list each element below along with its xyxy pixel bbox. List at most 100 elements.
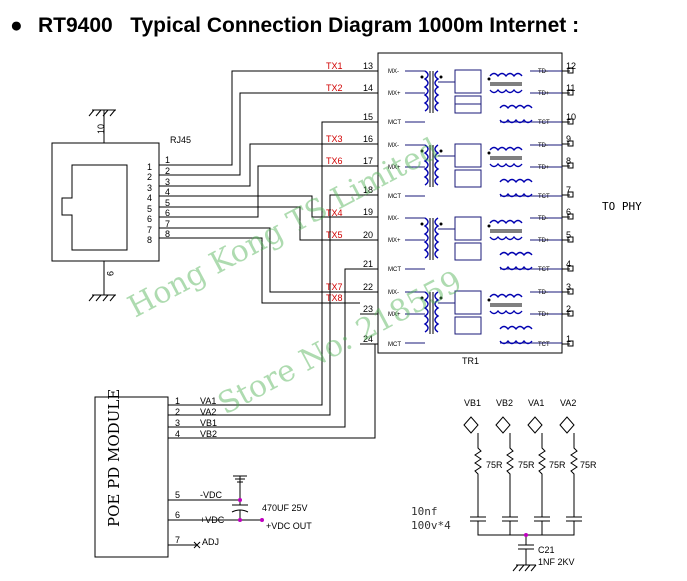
poe-pin-4: 4 [175,429,180,439]
poe-net-neg-vdc: -VDC [200,490,222,500]
tr-pin-4: 4 [566,259,571,269]
rj45-pin-5: 5 [147,204,152,214]
tr-td-minus-1: TD- [538,69,548,75]
poe-net-vb2: VB2 [200,429,217,439]
tr-pin-19: 19 [363,207,373,217]
rj45-pin-6: 6 [147,214,152,224]
transformer-channel-2 [405,143,562,198]
poe-net-pos-vdc: +VDC [200,515,225,525]
tr-mx-plus-4: MX+ [388,312,401,318]
tr-td-plus-2: TD+ [538,165,550,171]
rj45-wire-5-num: 5 [165,198,170,208]
poe-module [94,396,262,558]
tr-td-plus-1: TD+ [538,91,550,97]
c21-name: C21 [538,545,555,555]
tr-mct-1: MCT [388,120,401,126]
tr-mx-plus-2: MX+ [388,165,401,171]
tr-td-plus-3: TD+ [538,238,550,244]
rj45-wire-1-num: 1 [165,155,170,165]
rj45-wiring [159,70,360,304]
diagram-title: RT9400 Typical Connection Diagram 1000m … [38,14,579,37]
signal-tx3: TX3 [326,134,343,144]
tr-pin-10: 10 [566,112,576,122]
signal-tx1: TX1 [326,61,343,71]
term-net-vb1: VB1 [464,398,481,408]
title-bullet: ● [10,14,23,37]
tr-td-minus-4: TD- [538,290,548,296]
tr-pin-16: 16 [363,134,373,144]
rj45-pin-1: 1 [147,162,152,172]
tr-tct-1: TCT [538,120,550,126]
resistor-value-1: 75R [486,460,503,470]
ground-symbol-top [88,109,116,117]
transformer-channel-4 [405,290,562,345]
tr-pin-8: 8 [566,156,571,166]
tr-td-minus-3: TD- [538,216,548,222]
rj45-wire-3-num: 3 [165,177,170,187]
transformer-label: TR1 [462,356,479,366]
tr-tct-3: TCT [538,267,550,273]
poe-pin-7: 7 [175,535,180,545]
transformer-tr1 [360,52,574,354]
rj45-pin-7: 7 [147,225,152,235]
rj45-pin-3: 3 [147,183,152,193]
poe-pin-6: 6 [175,510,180,520]
tr-td-plus-4: TD+ [538,312,550,318]
caps-rating: 100v*4 [411,519,451,532]
tr-pin-17: 17 [363,156,373,166]
adj-nc-mark [193,541,201,549]
rj45-label: RJ45 [170,135,191,145]
tr-pin-15: 15 [363,112,373,122]
c21-value: 1NF 2KV [538,557,575,567]
transformer-channel-3 [405,216,562,271]
rj45-wire-8-num: 8 [165,229,170,239]
poe-pin-3: 3 [175,418,180,428]
tr-td-minus-2: TD- [538,143,548,149]
center-tap-wiring [195,121,376,439]
signal-tx5: TX5 [326,230,343,240]
tr-pin-11: 11 [566,83,575,93]
tr-mct-2: MCT [388,194,401,200]
term-net-va2: VA2 [560,398,576,408]
resistor-value-4: 75R [580,460,597,470]
poe-net-vb1: VB1 [200,418,217,428]
poe-net-va1: VA1 [200,396,216,406]
tr-tct-2: TCT [538,194,550,200]
rj45-wire-6-num: 6 [165,208,170,218]
poe-net-adj: ADJ [202,537,219,547]
ground-symbol-bottom [88,294,116,302]
poe-module-label: POE PD MODULE [105,389,123,527]
tr-mx-plus-1: MX+ [388,91,401,97]
to-phy-label: TO PHY [602,200,642,213]
tr-pin-5: 5 [566,230,571,240]
signal-tx2: TX2 [326,83,343,93]
tr-pin-3: 3 [566,282,571,292]
resistor-value-2: 75R [518,460,535,470]
tr-tct-4: TCT [538,342,550,348]
tr-pin-22: 22 [363,282,373,292]
bulk-cap-value: 470UF 25V [262,503,308,513]
tr-mx-minus-1: MX- [388,69,399,75]
rj45-wire-4-num: 4 [165,187,170,197]
tr-mct-3: MCT [388,267,401,273]
tr-mct-4: MCT [388,342,401,348]
rj45-wire-2-num: 2 [165,166,170,176]
poe-pin-2: 2 [175,407,180,417]
signal-tx7: TX7 [326,282,343,292]
tr-pin-21: 21 [363,259,373,269]
poe-pin-5: 5 [175,490,180,500]
term-net-va1: VA1 [528,398,544,408]
tr-mx-minus-2: MX- [388,143,399,149]
tr-mx-plus-3: MX+ [388,238,401,244]
tr-pin-12: 12 [566,61,576,71]
tr-pin-20: 20 [363,230,373,240]
caps-value: 10nf [411,505,438,518]
tr-pin-9: 9 [566,134,571,144]
bulk-capacitor [231,475,249,522]
tr-pin-24: 24 [363,334,373,344]
vdc-out-label: +VDC OUT [266,521,312,531]
tr-pin-6: 6 [566,207,571,217]
rj45-shield-top: 10 [96,124,106,134]
signal-tx8: TX8 [326,293,343,303]
